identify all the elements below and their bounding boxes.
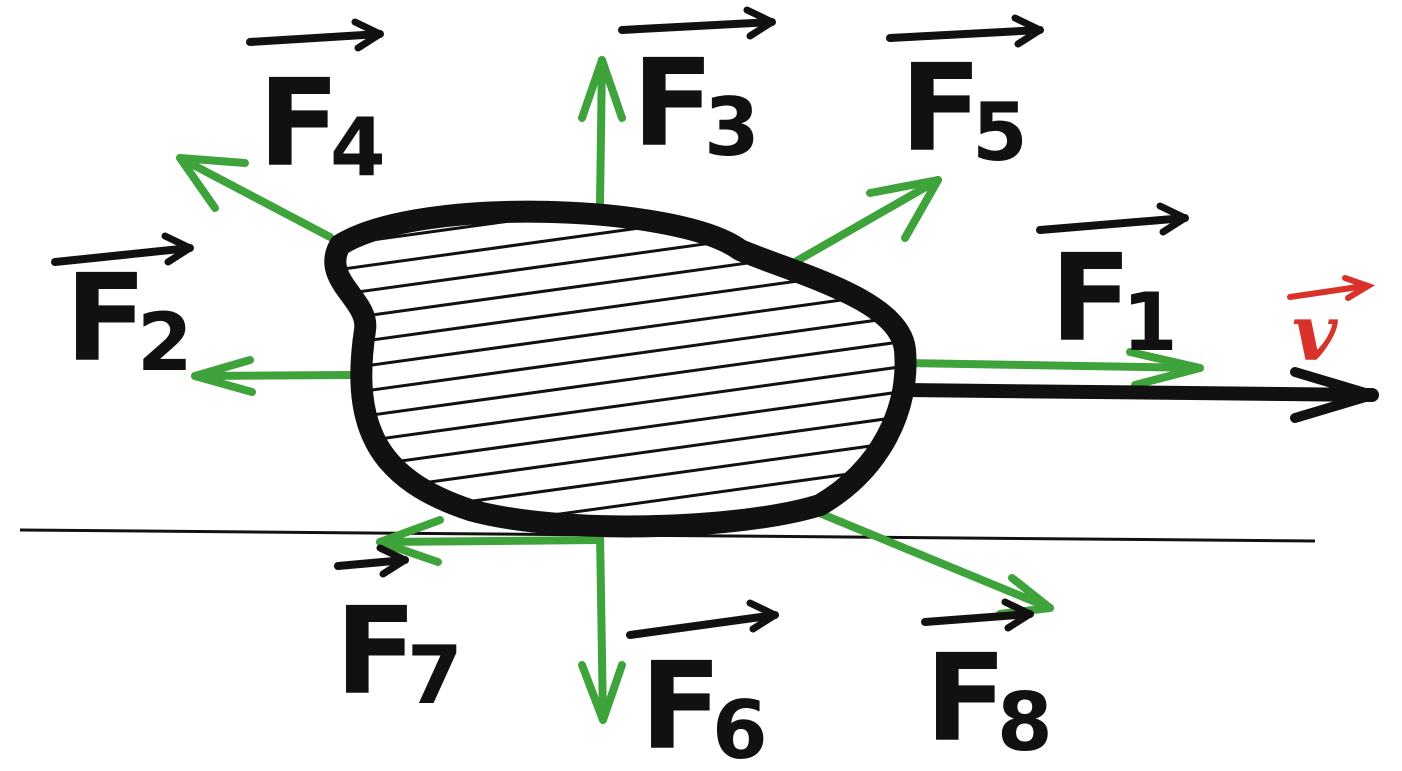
force-letter-f6: F xyxy=(640,638,722,771)
force-letter-f3: F xyxy=(632,35,714,174)
vector-head-f3 xyxy=(743,6,776,40)
vector-head-f4 xyxy=(351,18,384,52)
force-subscript-f4: 4 xyxy=(330,101,386,194)
label-f8: F8 xyxy=(921,598,1053,769)
vector-bar-f2 xyxy=(51,244,194,266)
force-subscript-f8: 8 xyxy=(997,676,1053,769)
label-f5: F5 xyxy=(886,14,1044,179)
force-subscript-f1: 1 xyxy=(1122,276,1178,369)
force-subscript-f5: 5 xyxy=(972,86,1028,179)
force-letter-f2: F xyxy=(65,250,147,389)
label-f4: F4 xyxy=(246,18,386,194)
force-arrow-f7 xyxy=(376,516,604,566)
label-f7: F7 xyxy=(334,544,463,722)
vector-head-f8 xyxy=(1001,598,1034,632)
force-subscript-f6: 6 xyxy=(712,684,768,771)
vector-bar-f1 xyxy=(1036,214,1189,234)
label-f6: F6 xyxy=(626,599,779,771)
vector-bar-f5 xyxy=(886,26,1044,42)
vector-head-f6 xyxy=(746,599,779,633)
velocity-label: v xyxy=(1287,275,1376,379)
vector-head-f5 xyxy=(1011,14,1044,48)
label-f1: F1 xyxy=(1036,202,1189,369)
label-f3: F3 xyxy=(618,6,776,174)
force-arrow-f1 xyxy=(901,348,1204,389)
force-arrow-f8 xyxy=(796,501,1054,618)
label-f2: F2 xyxy=(51,232,194,389)
force-subscript-f2: 2 xyxy=(137,296,193,389)
vector-bar-f4 xyxy=(246,30,384,46)
force-arrow-f2 xyxy=(191,356,354,396)
vector-bar-f7 xyxy=(334,556,409,570)
force-letter-f4: F xyxy=(258,55,340,194)
vector-bar-f6 xyxy=(626,611,779,639)
velocity-vector-head xyxy=(1342,275,1376,301)
force-letter-f1: F xyxy=(1050,230,1132,369)
force-arrow-f5 xyxy=(791,176,942,266)
vector-bar-f3 xyxy=(618,18,776,34)
vector-head-f1 xyxy=(1156,202,1189,236)
vector-head-f2 xyxy=(161,232,194,266)
force-arrow-f6 xyxy=(578,528,626,724)
body-outline xyxy=(324,200,917,538)
force-arrow-f4 xyxy=(176,154,334,241)
velocity-arrow xyxy=(898,367,1379,423)
force-letter-f5: F xyxy=(900,40,982,179)
force-letter-f8: F xyxy=(925,630,1007,769)
vector-head-f7 xyxy=(376,544,409,578)
force-arrow-f3 xyxy=(578,56,626,209)
force-subscript-f3: 3 xyxy=(704,81,760,174)
force-subscript-f7: 7 xyxy=(407,629,463,722)
force-letter-f7: F xyxy=(335,583,417,722)
vector-bar-f8 xyxy=(921,610,1034,626)
velocity-letter: v xyxy=(1292,288,1339,379)
velocity-vector-bar xyxy=(1287,283,1368,300)
